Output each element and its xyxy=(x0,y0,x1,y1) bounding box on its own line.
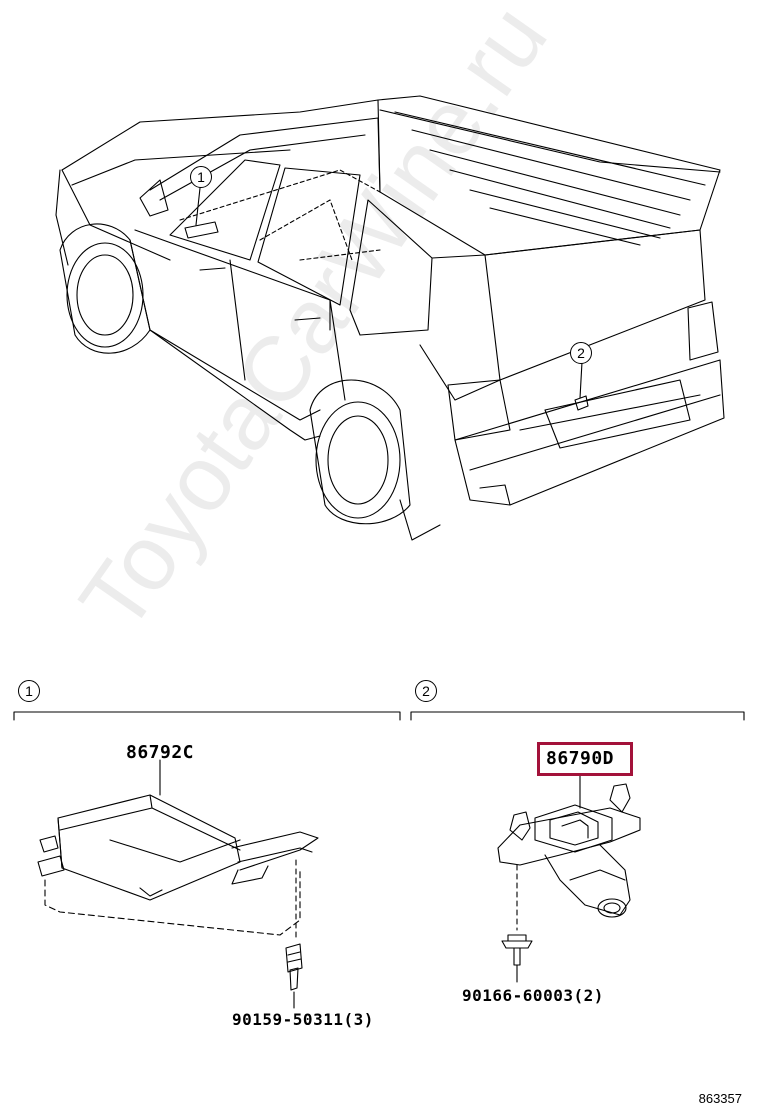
part-label-90166-60003[interactable]: 90166-60003(2) xyxy=(462,986,604,1005)
camera-screw-drawing xyxy=(501,934,533,983)
part-label-86792C[interactable]: 86792C xyxy=(126,742,195,763)
vehicle-illustration xyxy=(55,95,725,541)
callout-1-vehicle[interactable]: 1 xyxy=(190,166,212,188)
part-label-86790D[interactable]: 86790D xyxy=(546,748,615,769)
highlight-box xyxy=(537,742,633,776)
section-frame-2 xyxy=(410,711,745,721)
screw-drawing xyxy=(285,943,303,1009)
part-label-90159-50311[interactable]: 90159-50311(3) xyxy=(232,1010,374,1029)
ecu-module-drawing xyxy=(37,759,319,941)
section-marker-1: 1 xyxy=(18,680,40,702)
diagram-number: 863357 xyxy=(698,1091,742,1106)
section-marker-2: 2 xyxy=(415,680,437,702)
section-frame-1 xyxy=(13,711,401,721)
camera-drawing xyxy=(497,775,641,931)
callout-2-vehicle[interactable]: 2 xyxy=(570,342,592,364)
